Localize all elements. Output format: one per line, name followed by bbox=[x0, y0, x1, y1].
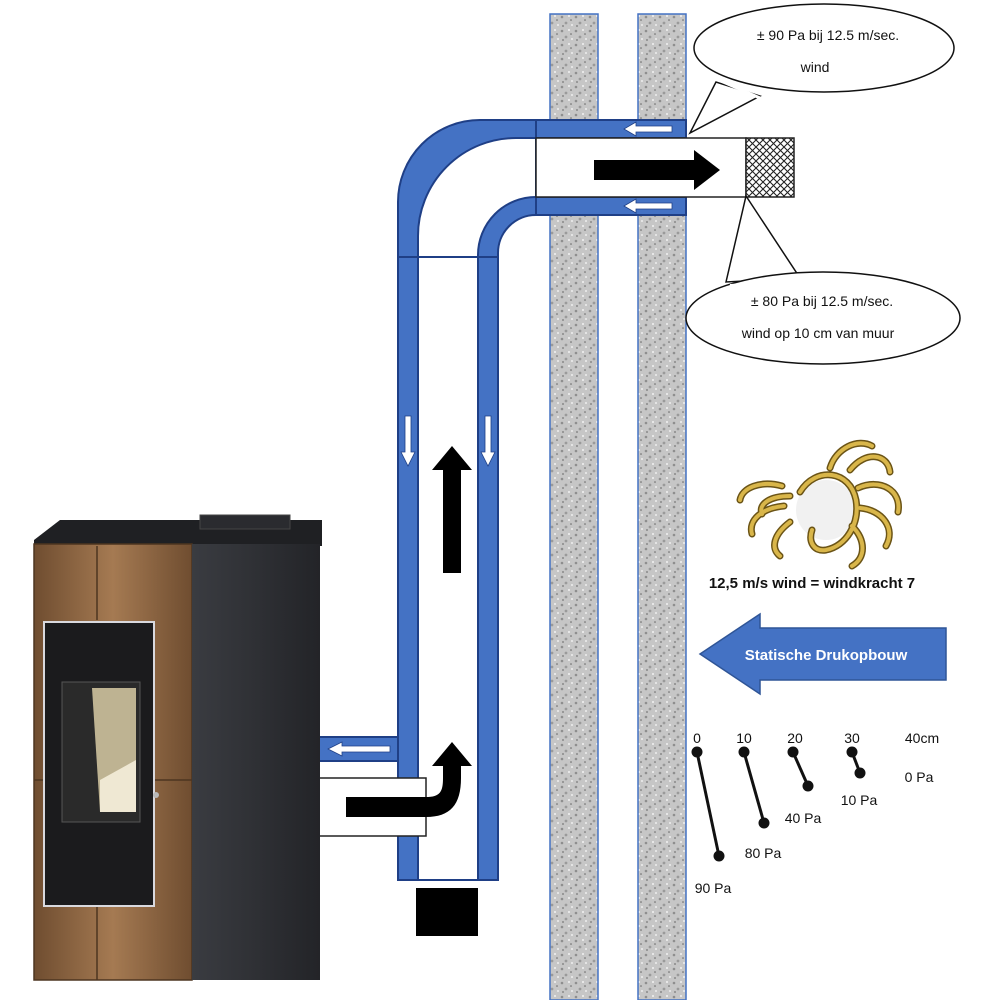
callout-top-line1: ± 90 Pa bij 12.5 m/sec. bbox=[757, 27, 899, 43]
pressure-bar-20cm bbox=[791, 751, 810, 787]
intake-arrow-stove bbox=[327, 741, 391, 757]
callout-top-line2: wind bbox=[800, 59, 830, 75]
pressure-scale: 0 10 20 30 40cm 90 Pa 80 Pa 40 Pa 10 Pa … bbox=[691, 730, 939, 896]
scale-distance-40: 40cm bbox=[905, 730, 939, 746]
scale-pressure-80: 80 Pa bbox=[745, 845, 782, 861]
scale-distance-30: 30 bbox=[844, 730, 860, 746]
callout-top: ± 90 Pa bij 12.5 m/sec. wind bbox=[688, 3, 955, 135]
wind-caption: 12,5 m/s wind = windkracht 7 bbox=[709, 575, 915, 592]
condensate-cap bbox=[416, 888, 478, 936]
stove-side bbox=[192, 544, 320, 980]
wind-god-icon bbox=[736, 439, 902, 570]
scale-pressure-0: 0 Pa bbox=[905, 769, 934, 785]
door-handle bbox=[153, 792, 159, 798]
intake-arrow-right bbox=[480, 415, 496, 467]
static-pressure-label: Statische Drukopbouw bbox=[745, 647, 908, 664]
static-pressure-arrow: Statische Drukopbouw bbox=[698, 612, 947, 696]
exhaust-arrow-horizontal bbox=[594, 150, 720, 190]
intake-arrow-top bbox=[623, 121, 673, 137]
scale-distance-0: 0 bbox=[693, 730, 701, 746]
pellet-stove bbox=[33, 514, 322, 981]
callout-bottom-line2: wind op 10 cm van muur bbox=[741, 325, 895, 341]
stove-control-panel bbox=[199, 514, 291, 530]
scale-pressure-10: 10 Pa bbox=[841, 792, 878, 808]
callout-bottom: ± 80 Pa bij 12.5 m/sec. wind op 10 cm va… bbox=[685, 194, 961, 365]
intake-arrow-bottom bbox=[623, 198, 673, 214]
scale-pressure-40: 40 Pa bbox=[785, 810, 822, 826]
exhaust-arrow-vertical bbox=[432, 446, 472, 573]
scale-pressure-90: 90 Pa bbox=[695, 880, 732, 896]
flow-arrows bbox=[327, 121, 720, 817]
scale-distance-10: 10 bbox=[736, 730, 752, 746]
exhaust-arrow-bend bbox=[346, 742, 472, 817]
intake-arrow-left bbox=[400, 415, 416, 467]
pressure-bar-10cm bbox=[742, 751, 766, 824]
callout-bottom-line1: ± 80 Pa bij 12.5 m/sec. bbox=[751, 293, 893, 309]
scale-distance-20: 20 bbox=[787, 730, 803, 746]
pressure-bar-0cm bbox=[695, 751, 721, 857]
terminal-grille bbox=[745, 137, 795, 198]
